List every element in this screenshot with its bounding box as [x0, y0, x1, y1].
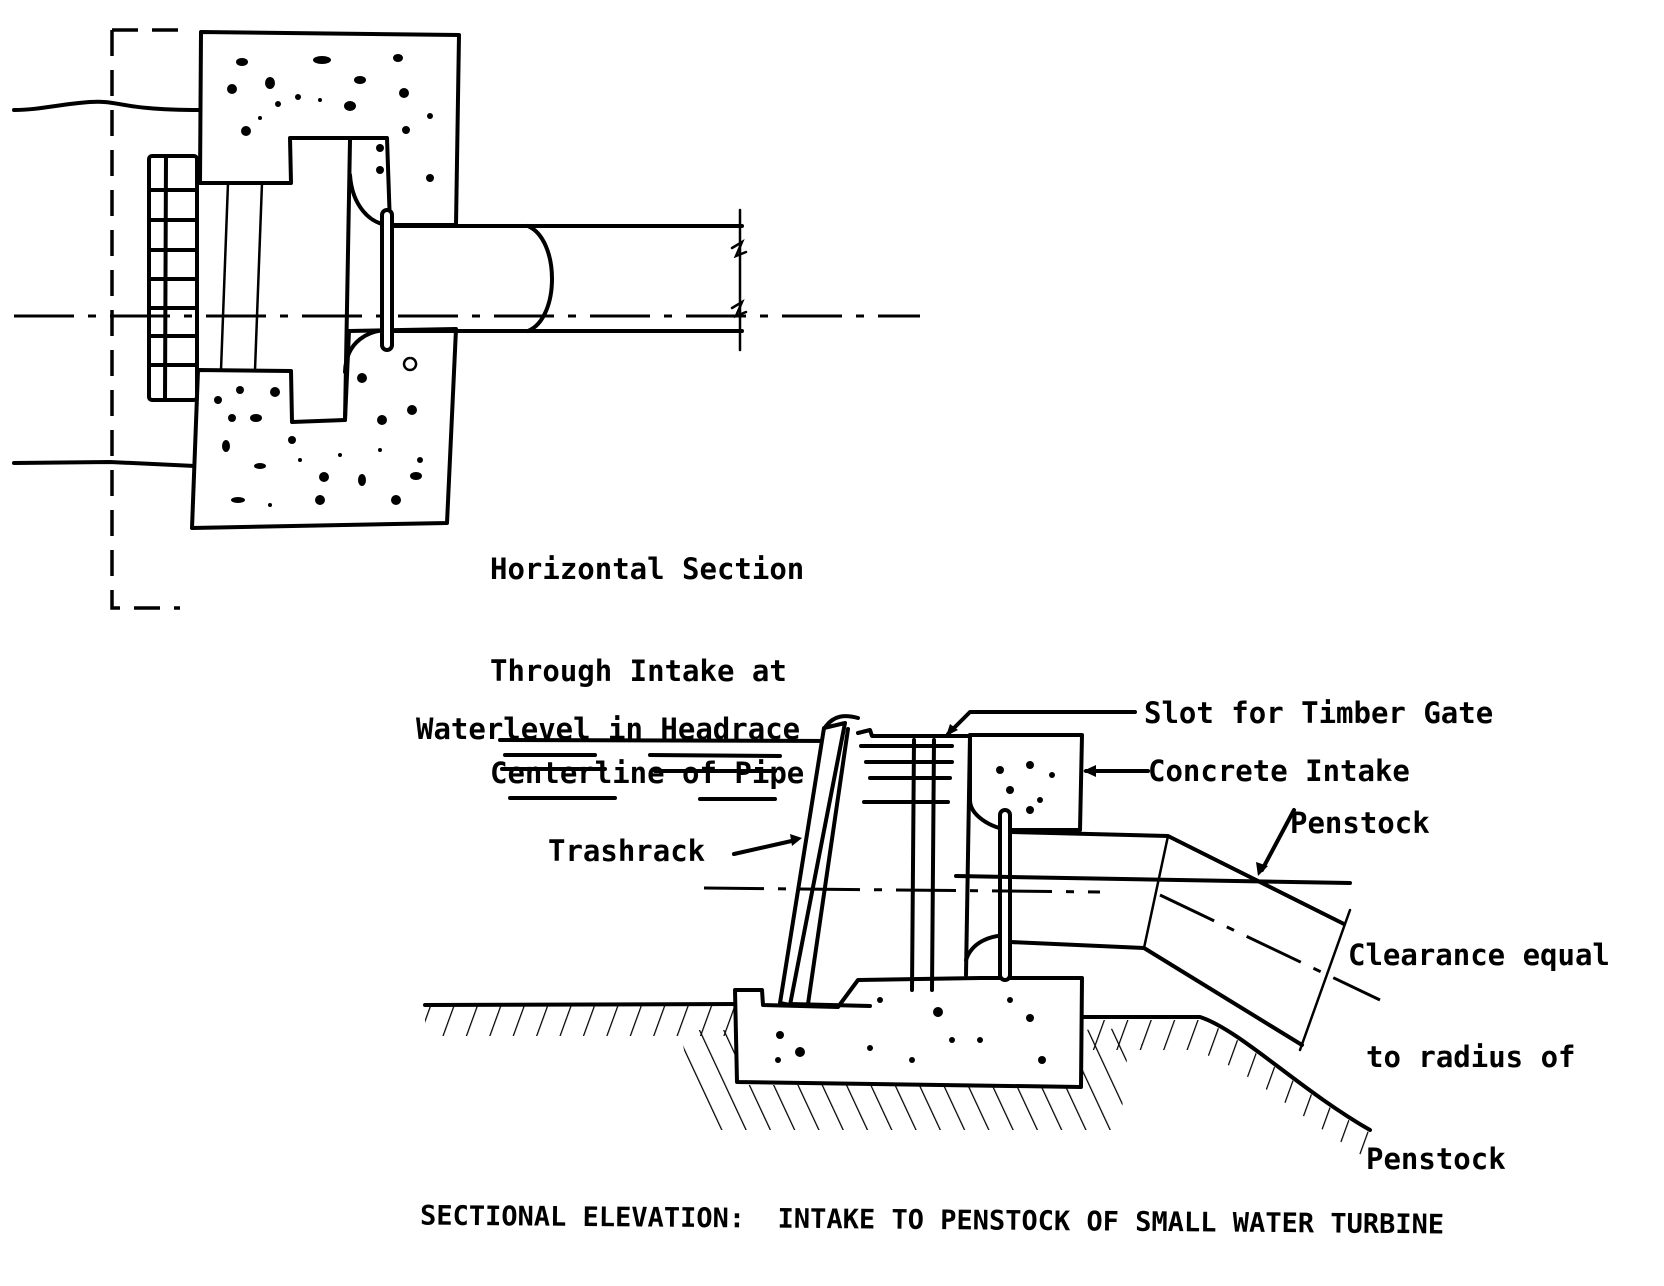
- title-line-1: Horizontal Section: [490, 552, 805, 586]
- concrete-aggregate-lower: [214, 356, 423, 507]
- waterlevel-line: [498, 738, 836, 743]
- title-line-2: Through Intake at: [490, 654, 787, 688]
- pipe-break-mark-1: [730, 238, 748, 259]
- channel-wall-bottom: [12, 460, 197, 468]
- gate-guide-2: [930, 738, 936, 992]
- gate-line-1: [219, 181, 230, 372]
- ground-right: [1078, 1015, 1372, 1132]
- intake-front-wall: [964, 733, 972, 977]
- penstock-bend-line: [1142, 834, 1170, 950]
- trashrack-top-hook: [824, 714, 860, 728]
- sectional-elevation: [423, 710, 1381, 1160]
- intake-centerline: [703, 886, 1101, 894]
- gate-line-2: [253, 181, 264, 372]
- slot-leader: [946, 710, 1137, 736]
- clearance-leader: [954, 874, 1352, 885]
- lower-concrete-block: [190, 327, 458, 530]
- chamber-back-wall: [343, 138, 352, 422]
- clearance-line-1: Clearance equal: [1348, 938, 1610, 972]
- penstock-break-line: [1298, 908, 1352, 1052]
- penstock-leader: [1260, 808, 1296, 872]
- label-clearance: Clearance equal to radius of Penstock: [1348, 870, 1610, 1210]
- ground-left: [423, 1002, 742, 1007]
- title-line-3: Centerline of Pipe: [490, 756, 805, 790]
- label-concrete-intake: Concrete Intake: [1148, 754, 1410, 788]
- ground-hatch-right: [1080, 1020, 1370, 1160]
- trashrack-leader: [732, 838, 798, 856]
- label-trashrack: Trashrack: [548, 834, 706, 868]
- clearance-line-3: Penstock: [1366, 1142, 1506, 1176]
- penstock-flange: [998, 808, 1012, 982]
- upper-concrete-block: [198, 30, 461, 227]
- horizontal-section: [12, 28, 920, 610]
- trashrack-base: [788, 1002, 872, 1008]
- gate-guide-1: [910, 738, 916, 992]
- label-waterlevel: Waterlevel in Headrace: [416, 712, 801, 746]
- channel-wall-top: [12, 99, 202, 112]
- dashed-boundary-left: [110, 30, 180, 610]
- pipe-curve: [526, 224, 554, 333]
- trashrack-frame: [778, 721, 847, 1007]
- slot-top: [856, 728, 1002, 738]
- penstock-centerline-slope: [1159, 893, 1381, 1002]
- foundation-aggregate: [775, 761, 1055, 1064]
- label-penstock: Penstock: [1290, 806, 1430, 840]
- pipe-flange: [380, 208, 394, 352]
- pipe-break-mark-2: [730, 298, 748, 319]
- concrete-aggregate-upper: [227, 54, 434, 182]
- trashrack-comb: [147, 154, 199, 402]
- clearance-line-2: to radius of: [1366, 1040, 1576, 1074]
- foundation-block: [733, 976, 1084, 1089]
- concrete-intake-upper: [968, 733, 1084, 832]
- horizontal-section-title: Horizontal Section Through Intake at Cen…: [490, 484, 804, 824]
- label-slot-timber-gate: Slot for Timber Gate: [1144, 696, 1494, 730]
- ground-hatch-under: [680, 1028, 1130, 1130]
- trashrack-bar: [806, 727, 850, 1006]
